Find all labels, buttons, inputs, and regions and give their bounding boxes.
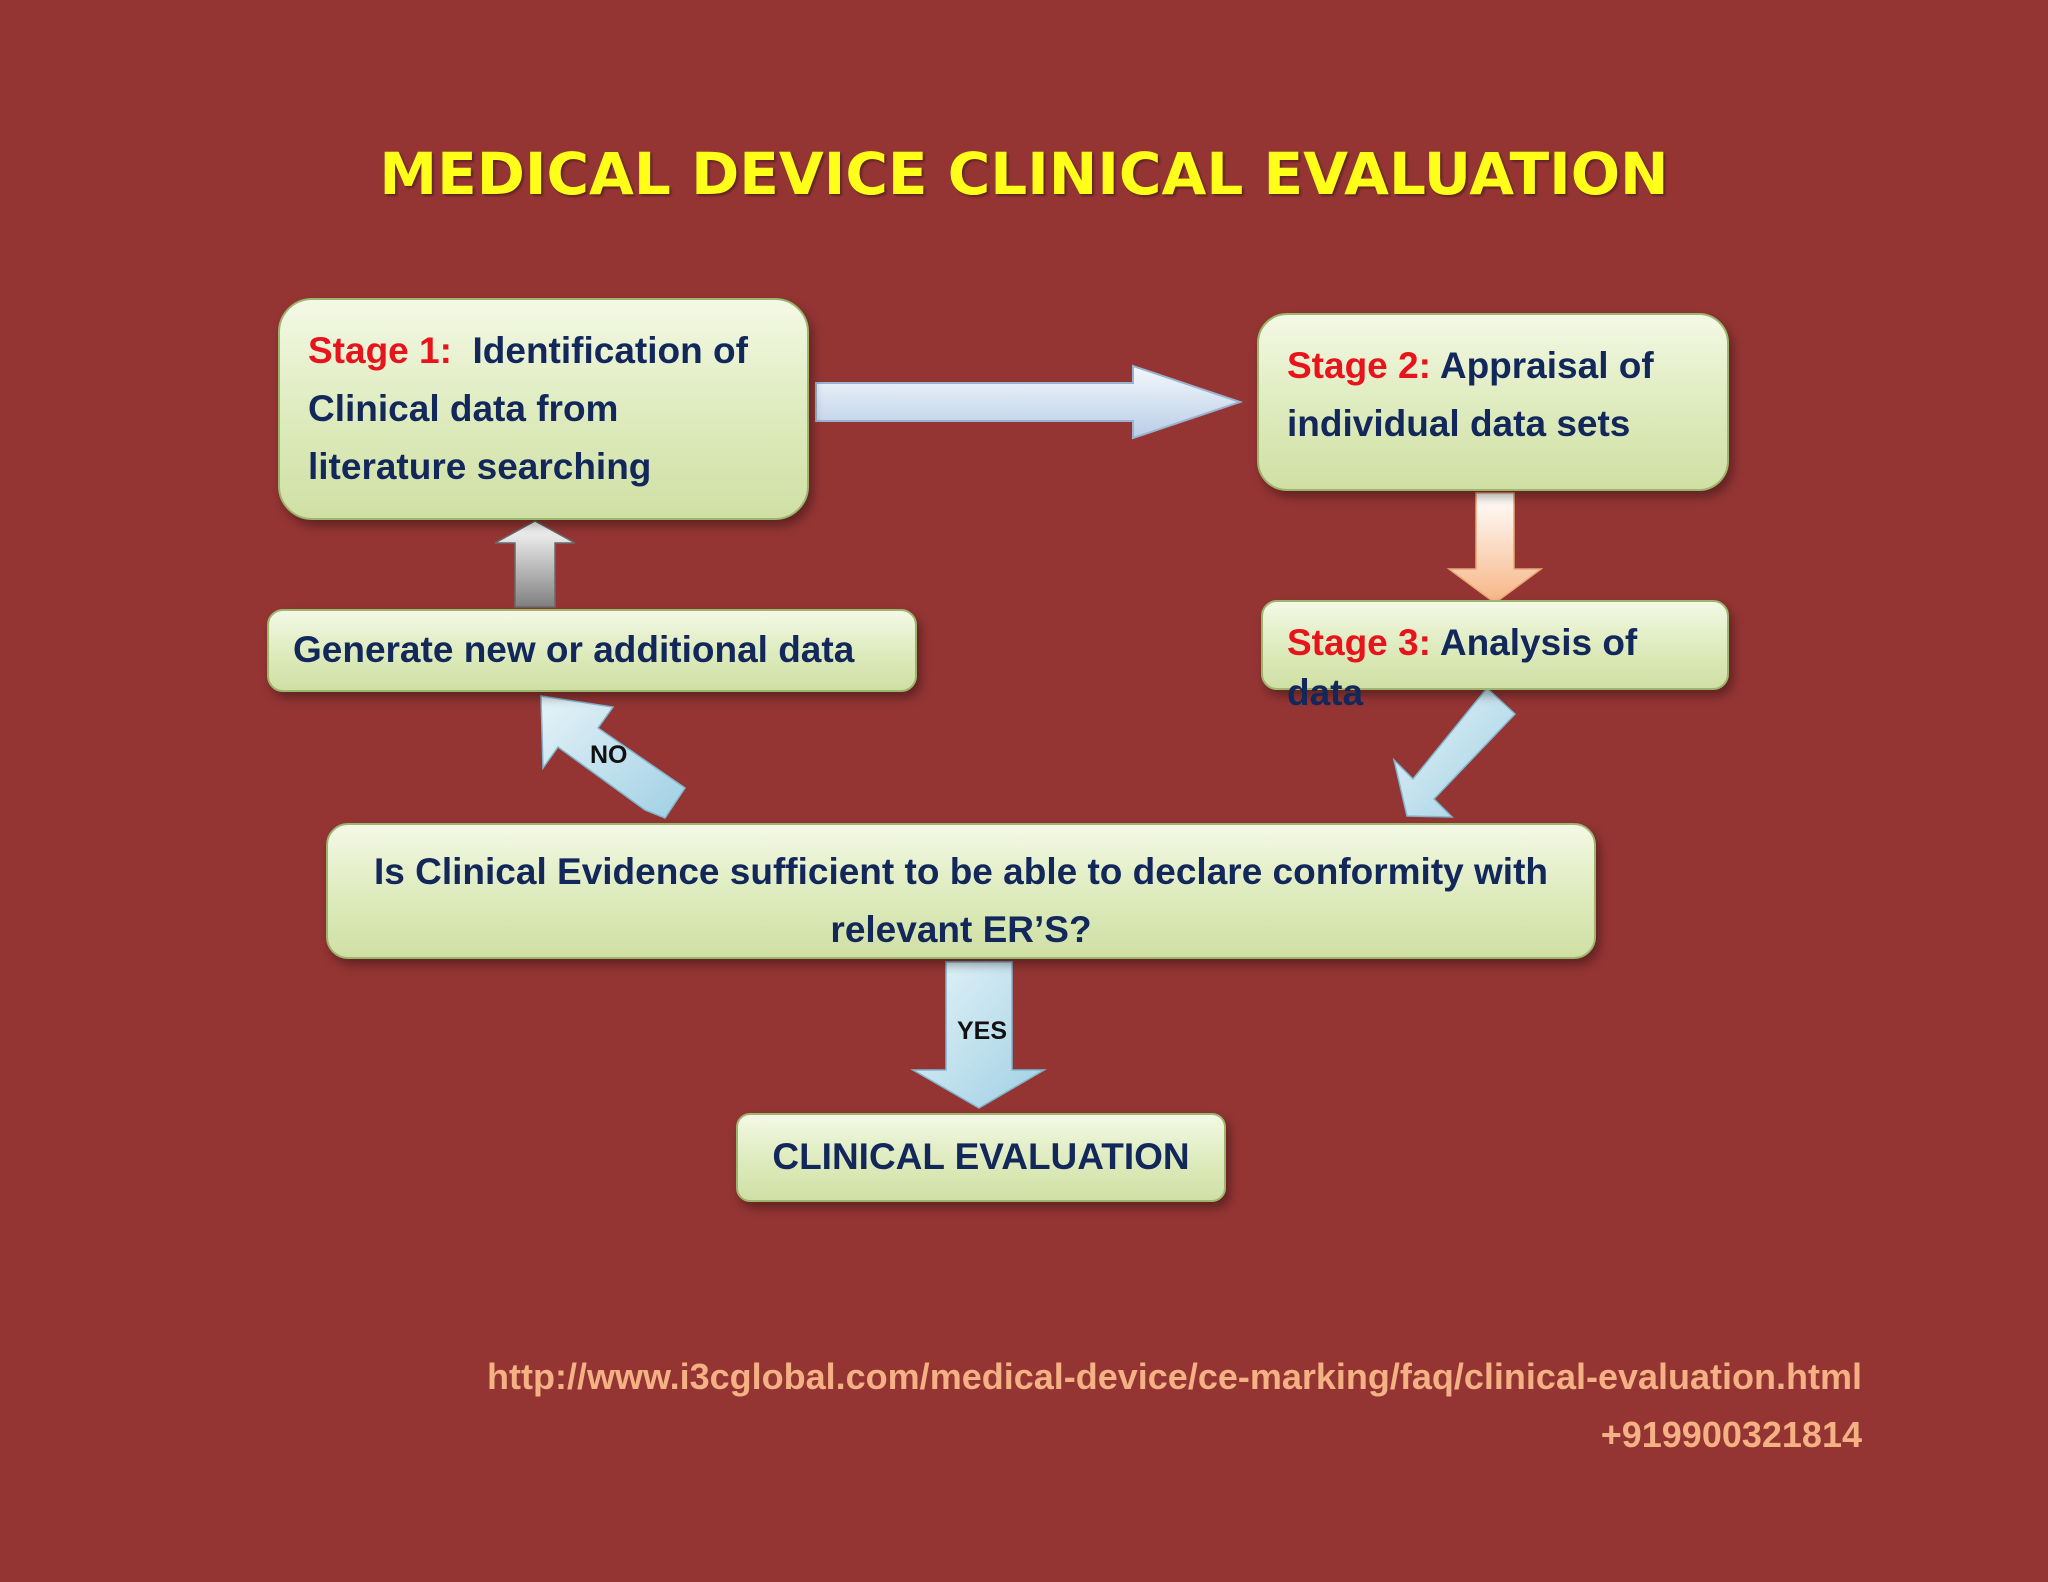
question-line2: relevant ER’S? (830, 909, 1092, 950)
stage3-text: Analysis of data (1287, 622, 1638, 713)
stage2-text-line1: Appraisal of (1439, 345, 1654, 386)
page-title: MEDICAL DEVICE CLINICAL EVALUATION (379, 140, 1669, 208)
arrow-stage1-to-stage2 (815, 364, 1244, 440)
question-line1: Is Clinical Evidence sufficient to be ab… (374, 851, 1548, 892)
stage1-text-line2: Clinical data from (308, 388, 619, 429)
stage2-label: Stage 2: (1287, 345, 1431, 386)
stage1-label: Stage 1: (308, 330, 452, 371)
arrow-stage3-to-question (1392, 686, 1517, 818)
generate-data-text: Generate new or additional data (293, 629, 855, 670)
generate-data-box: Generate new or additional data (267, 609, 917, 692)
footer-phone: +919900321814 (1600, 1414, 1862, 1455)
arrow-no-to-generate (540, 695, 687, 819)
stage1-box: Stage 1: Identification of Clinical data… (278, 298, 809, 520)
arrow-yes-to-clinical-evaluation (910, 961, 1047, 1109)
stage1-text-line1: Identification of (472, 330, 748, 371)
clinical-evaluation-text: CLINICAL EVALUATION (772, 1136, 1190, 1177)
no-label: NO (590, 741, 628, 769)
yes-label: YES (957, 1017, 1008, 1045)
arrow-stage2-to-stage3 (1446, 492, 1544, 604)
stage1-text-line3: literature searching (308, 446, 652, 487)
clinical-evaluation-box: CLINICAL EVALUATION (736, 1113, 1226, 1202)
question-box: Is Clinical Evidence sufficient to be ab… (326, 823, 1596, 959)
stage3-box: Stage 3: Analysis of data (1261, 600, 1729, 713)
footer-url[interactable]: http://www.i3cglobal.com/medical-device/… (487, 1356, 1862, 1397)
stage2-text-line2: individual data sets (1287, 403, 1631, 444)
stage2-box: Stage 2: Appraisal of individual data se… (1257, 313, 1729, 491)
arrow-generate-to-stage1 (494, 520, 576, 608)
stage3-label: Stage 3: (1287, 622, 1431, 663)
